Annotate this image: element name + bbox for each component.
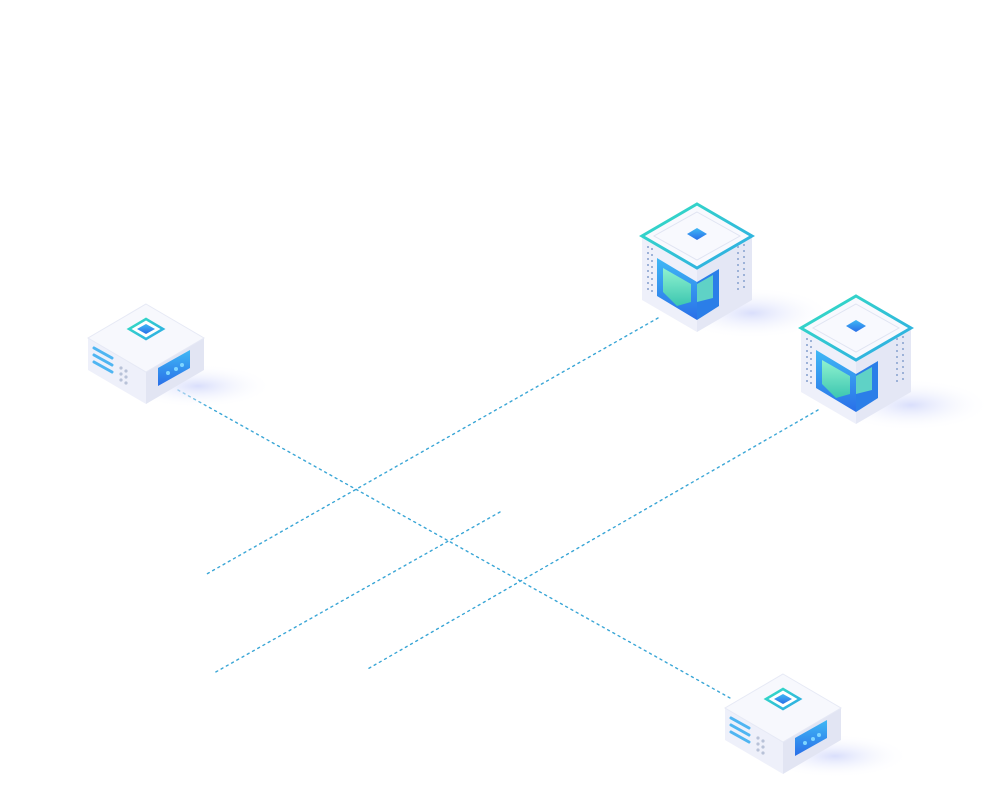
gateway-bottom [724, 673, 910, 778]
gateway-left [87, 303, 273, 408]
vent-lines [92, 346, 114, 374]
server-top [639, 202, 832, 339]
device-left-face [88, 338, 146, 404]
port-panel [158, 350, 190, 386]
status-dots [119, 366, 128, 385]
device-left-face [725, 708, 783, 774]
links [177, 317, 819, 699]
link-open-segment [213, 511, 501, 674]
server-shield-icon [822, 360, 850, 398]
link-server-top-open [204, 317, 659, 576]
status-dots [756, 736, 765, 755]
vent-dots [806, 336, 904, 384]
server-shield-icon [663, 268, 691, 306]
server-right [798, 294, 991, 431]
status-chip [846, 320, 866, 332]
status-chip [687, 228, 707, 240]
vent-dots [647, 244, 745, 292]
vent-lines [729, 716, 751, 744]
port-panel [795, 720, 827, 756]
link-server-right-open [365, 409, 819, 671]
